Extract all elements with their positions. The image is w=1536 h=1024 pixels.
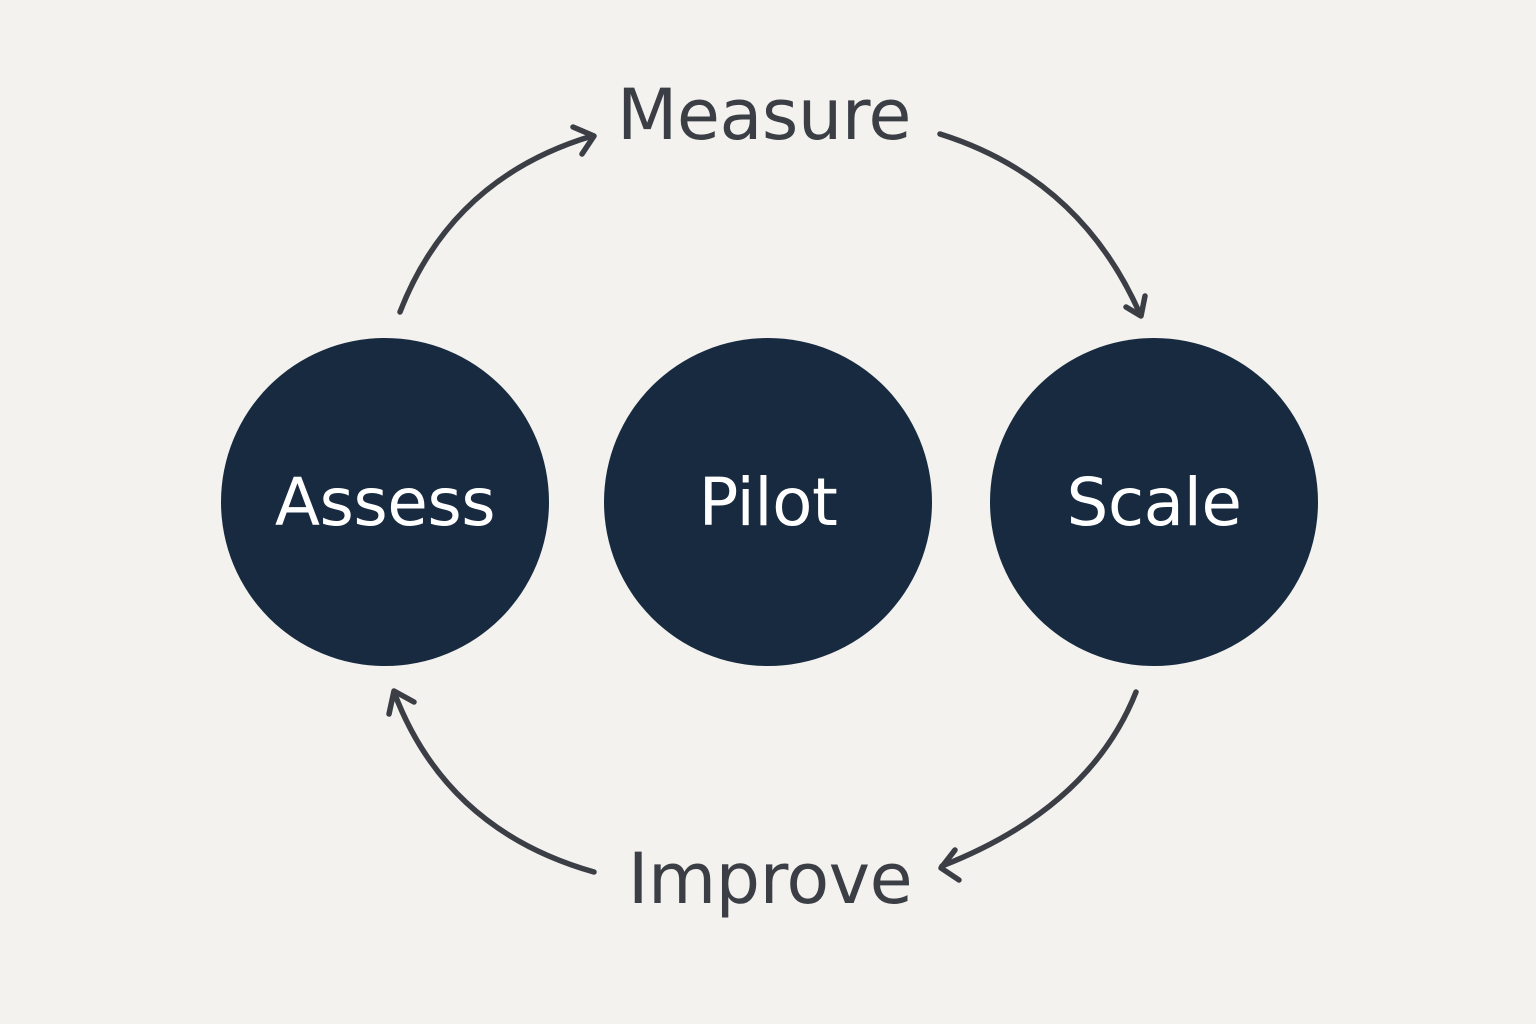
node-assess: Assess — [221, 338, 549, 666]
arrowhead-scale — [1123, 293, 1148, 319]
node-assess-label: Assess — [274, 463, 496, 541]
arrow-assess-to-measure — [397, 133, 595, 315]
arrow-scale-to-improve — [939, 689, 1139, 869]
arrowhead-measure — [570, 124, 597, 157]
node-scale-label: Scale — [1066, 463, 1242, 541]
label-improve: Improve — [627, 838, 913, 920]
arrowhead-improve — [938, 847, 962, 883]
arrow-improve-to-assess — [391, 689, 597, 875]
node-pilot: Pilot — [604, 338, 932, 666]
node-pilot-label: Pilot — [698, 463, 838, 541]
arrowhead-assess — [386, 688, 417, 717]
label-measure: Measure — [617, 74, 912, 156]
node-scale: Scale — [990, 338, 1318, 666]
arrow-measure-to-scale — [937, 131, 1143, 317]
